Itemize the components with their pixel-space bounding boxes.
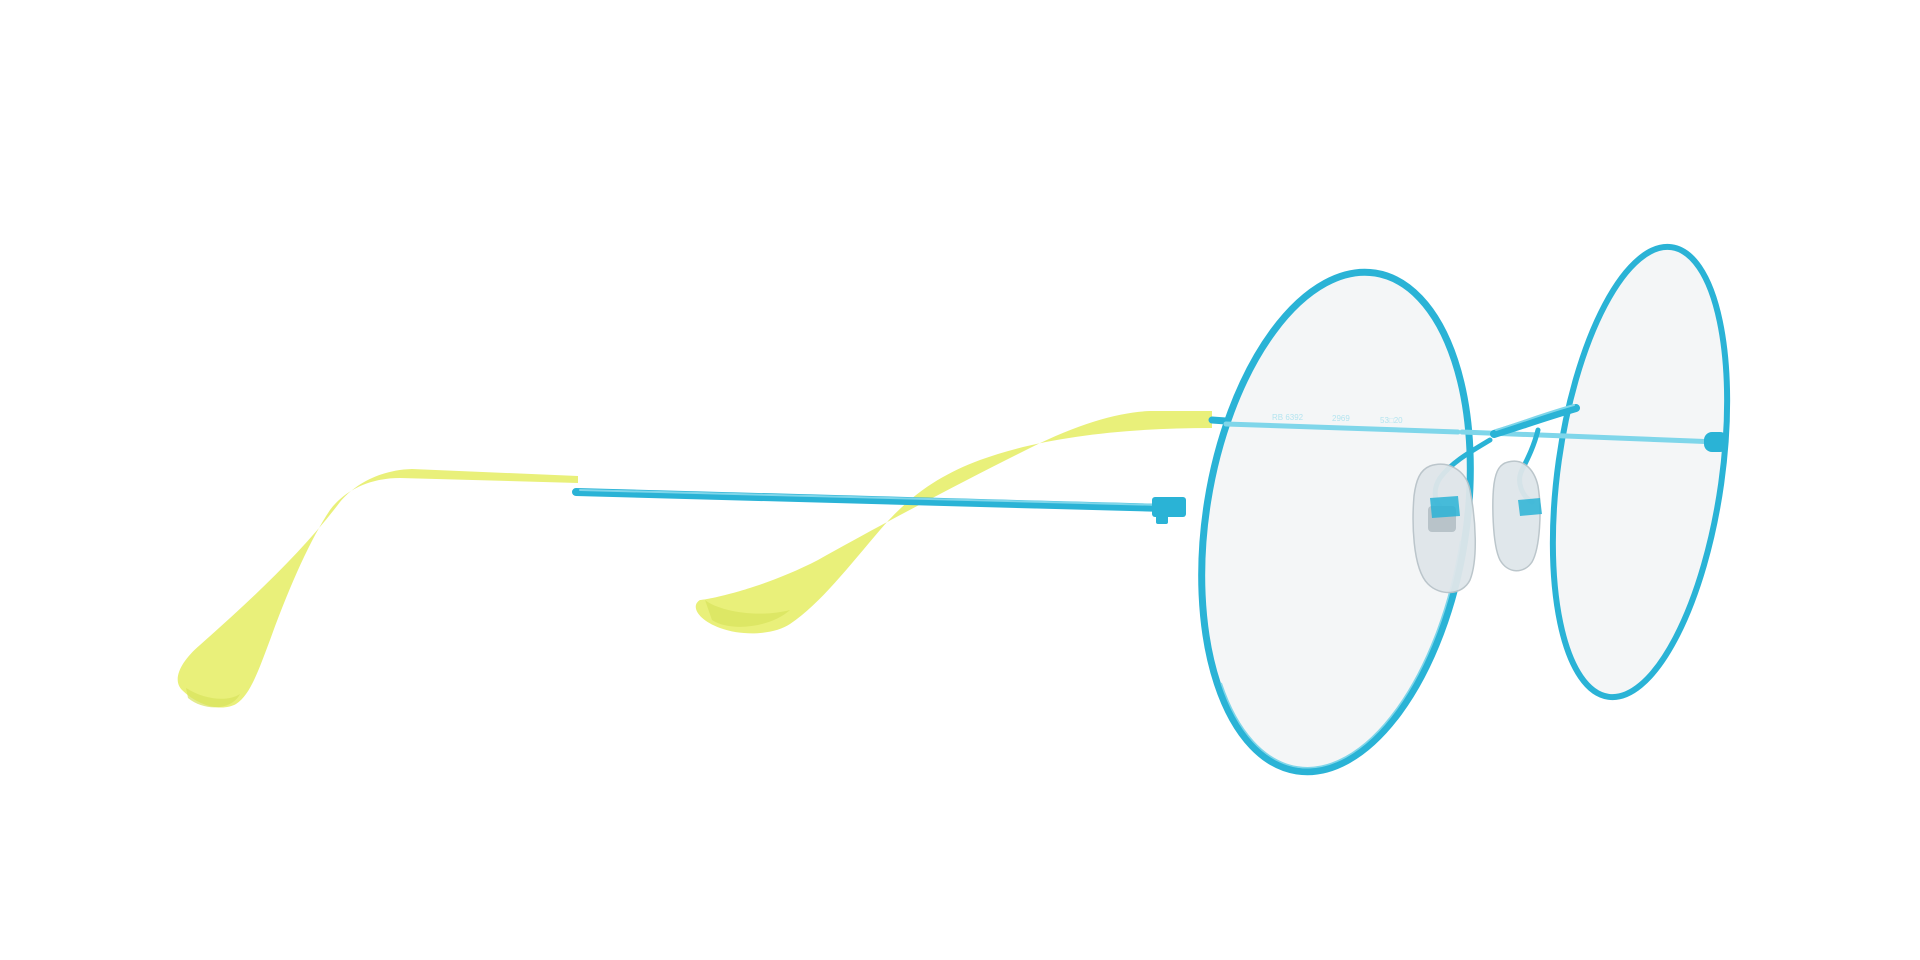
far-temple [695, 411, 1230, 634]
far-lens-rim [1549, 243, 1731, 701]
bridge [1490, 404, 1580, 438]
far-nose-pad [1492, 460, 1541, 572]
temple-imprint-model: RB 6392 [1272, 413, 1304, 422]
near-temple-arm [572, 488, 1169, 512]
near-hinge-screw [1156, 515, 1168, 524]
far-temple-tip-shade [705, 600, 790, 627]
temple-imprint-color: 2969 [1332, 414, 1350, 423]
near-temple-tip-shade [186, 688, 240, 708]
nose-pads [1412, 427, 1542, 594]
far-lens [1459, 243, 1731, 701]
near-pad-mount [1430, 496, 1460, 518]
far-hinge [1704, 432, 1728, 452]
bridge-highlight [1495, 404, 1575, 431]
near-hinge [1152, 497, 1186, 517]
near-temple-tip [177, 469, 578, 708]
temple-imprint: RB 6392 2969 53□20 [1272, 413, 1403, 425]
bridge-bar [1490, 404, 1580, 438]
near-lens-glass [1201, 272, 1471, 772]
near-lens [1198, 268, 1474, 776]
near-temple [177, 469, 1186, 708]
far-lens-glass [1552, 246, 1728, 698]
far-temple-arm [1208, 416, 1230, 425]
near-temple-arm-highlight [579, 489, 1161, 506]
far-temple-tip [695, 411, 1212, 634]
temple-imprint-size: 53□20 [1380, 416, 1403, 425]
far-temple-through-near-lens [1223, 421, 1461, 435]
far-pad-mount [1518, 498, 1542, 516]
